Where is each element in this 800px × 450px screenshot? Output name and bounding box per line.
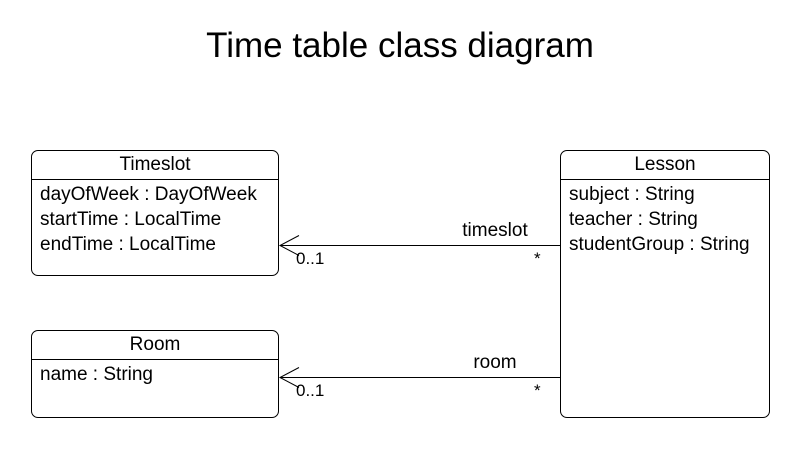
attribute-name: name : String [40,364,153,385]
association-label-timeslot: timeslot [462,220,528,241]
attribute-subject: subject : String [569,184,695,205]
multiplicity-room-star: * [534,381,541,400]
class-box-lesson: Lesson subject : String teacher : String… [560,150,770,418]
attribute-starttime: startTime : LocalTime [40,209,222,230]
class-attributes-room: name : String [32,360,278,389]
attribute-dayofweek: dayOfWeek : DayOfWeek [40,184,257,205]
multiplicity-timeslot-star: * [534,249,541,268]
class-box-room: Room name : String [31,330,279,418]
open-arrowhead-icon [278,235,300,256]
association-label-room: room [473,352,517,373]
class-name-room: Room [32,331,278,360]
attribute-teacher: teacher : String [569,209,698,230]
class-name-lesson: Lesson [561,151,769,180]
multiplicity-room-0-1: 0..1 [296,381,325,400]
multiplicity-timeslot-0-1: 0..1 [296,249,325,268]
class-name-timeslot: Timeslot [32,151,278,180]
class-box-timeslot: Timeslot dayOfWeek : DayOfWeek startTime… [31,150,279,276]
class-attributes-timeslot: dayOfWeek : DayOfWeek startTime : LocalT… [32,180,278,259]
class-attributes-lesson: subject : String teacher : String studen… [561,180,769,259]
attribute-studentgroup: studentGroup : String [569,234,750,255]
open-arrowhead-icon [278,367,300,388]
attribute-endtime: endTime : LocalTime [40,234,216,255]
diagram-title: Time table class diagram [206,26,594,65]
